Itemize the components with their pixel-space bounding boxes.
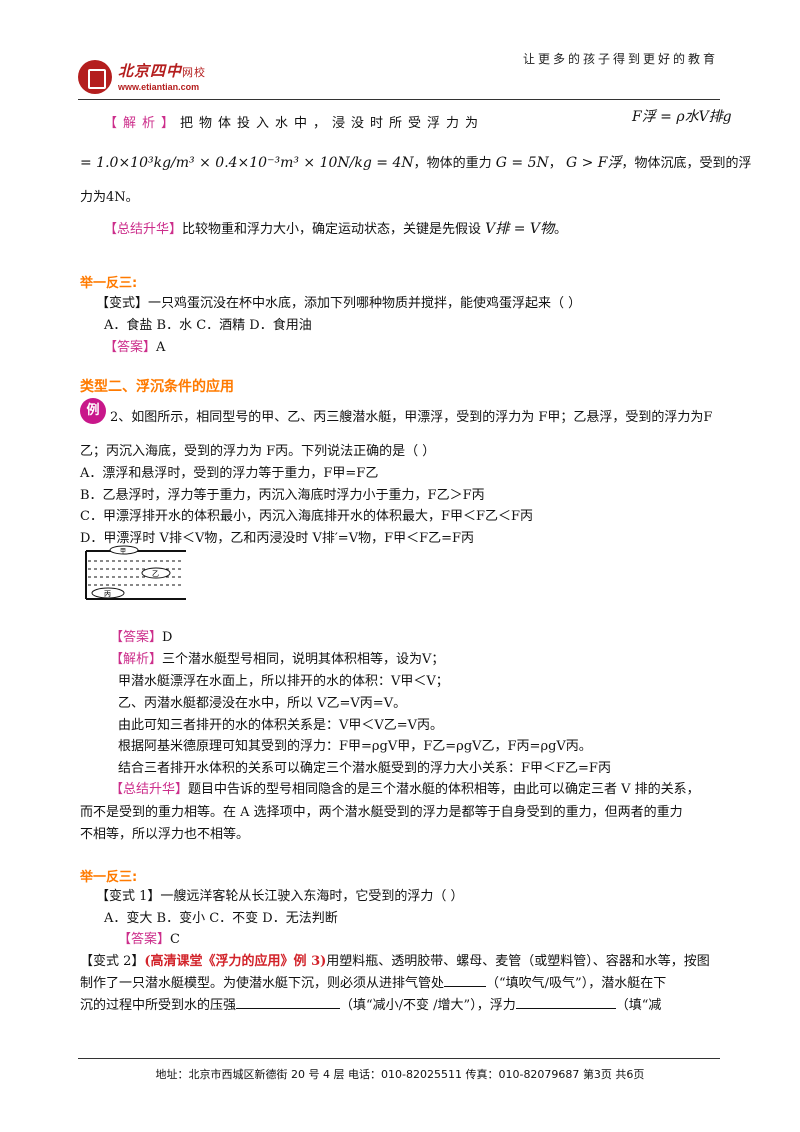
- answer-value: A: [156, 340, 166, 355]
- example-analysis-5: 根据阿基米德原理可知其受到的浮力：F甲=ρgV甲，F乙=ρgV乙，F丙=ρgV丙…: [118, 739, 592, 754]
- gravity-compare-formula: G > F浮: [565, 155, 622, 171]
- question-line-2: 乙；丙沉入海底，受到的浮力为 F丙。下列说法正确的是（ ）: [80, 444, 436, 459]
- analysis-mid: ，物体的重力: [413, 156, 492, 171]
- practice2-options-1: A．变大 B．变小 C．不变 D．无法判断: [104, 911, 338, 926]
- analysis-line-1: 【解析】把物体投入水中，浸没时所受浮力为: [104, 112, 484, 131]
- example-analysis-2: 甲潜水艇漂浮在水面上，所以排开的水的体积：V甲＜V；: [118, 674, 449, 689]
- logo-name: 北京四中网校: [118, 62, 207, 80]
- analysis-line-3: 力为4N。: [80, 190, 139, 205]
- practice-answer: 【答案】A: [104, 336, 165, 355]
- summary-line: 【总结升华】比较物重和浮力大小，确定运动状态，关键是先假设 V排 = V物。: [104, 218, 567, 238]
- analysis-line-2: = 1.0×10³kg/m³ × 0.4×10⁻³m³ × 10N/kg = 4…: [80, 152, 751, 172]
- analysis-label: 【解析】: [104, 116, 181, 131]
- answer-label: 【答案】: [118, 932, 171, 947]
- analysis-tail: ，物体沉底，受到的浮: [621, 156, 752, 171]
- option-b: B．乙悬浮时，浮力等于重力，丙沉入海底时浮力小于重力，F乙＞F丙: [80, 488, 485, 503]
- volume-formula: V排 = V物: [485, 221, 555, 237]
- question-line-1: 2、如图所示，相同型号的甲、乙、丙三艘潜水艇，甲漂浮，受到的浮力为 F甲；乙悬浮…: [110, 410, 713, 425]
- option-c: C．甲漂浮排开水的体积最小，丙沉入海底排开水的体积最大，F甲＜F乙＜F丙: [80, 509, 534, 524]
- example-summary-3: 不相等，所以浮力也不相等。: [80, 827, 250, 842]
- practice2-answer: 【答案】C: [118, 928, 180, 947]
- example-analysis-4: 由此可知三者排开的水的体积关系是：V甲＜V乙=V丙。: [118, 718, 444, 733]
- summary-label: 【总结升华】: [110, 782, 189, 797]
- question-text: 制作了一只潜水艇模型。为使潜水艇下沉，则必须从进排气管处: [80, 976, 445, 991]
- summary-text: 题目中告诉的型号相同隐含的是三个潜水艇的体积相等，由此可以确定三者 V 排的关系…: [188, 782, 700, 797]
- practice-heading-2: 举一反三:: [80, 870, 138, 885]
- site-logo: 北京四中网校 www.etiantian.com: [78, 58, 248, 100]
- summary-label: 【总结升华】: [104, 222, 183, 237]
- footer-contact: 地址：北京市西城区新德街 20 号 4 层 电话：010-82025511 传真…: [155, 1068, 580, 1081]
- example-analysis-6: 结合三者排开水体积的关系可以确定三个潜水艇受到的浮力大小关系：F甲＜F乙=F丙: [118, 761, 611, 776]
- page-number: 第3页 共6页: [582, 1068, 645, 1081]
- page-footer: 地址：北京市西城区新德街 20 号 4 层 电话：010-82025511 传真…: [0, 1066, 800, 1082]
- analysis-lead: 把物体投入水中，浸没时所受浮力为: [180, 116, 485, 131]
- practice-question: 【变式】一只鸡蛋沉没在杯中水底，添加下列哪种物质并搅拌，能使鸡蛋浮起来（ ）: [96, 296, 582, 311]
- option-a: A．漂浮和悬浮时，受到的浮力等于重力，F甲=F乙: [80, 466, 379, 481]
- header-slogan: 让更多的孩子得到更好的教育: [522, 52, 718, 66]
- logo-url: www.etiantian.com: [118, 82, 200, 92]
- example-badge-icon: 例: [80, 398, 106, 424]
- buoyancy-formula: F浮 = ρ水V排g: [632, 109, 732, 125]
- practice-heading: 举一反三:: [80, 276, 138, 291]
- analysis-text: 三个潜水艇型号相同，说明其体积相等，设为V；: [162, 652, 445, 667]
- question-text: （“填吹气/吸气”），潜水艇在下: [486, 976, 667, 991]
- answer-label: 【答案】: [104, 340, 157, 355]
- submarine-c: [91, 587, 125, 599]
- analysis-comma: ，: [548, 156, 562, 171]
- example-answer: 【答案】D: [110, 626, 172, 645]
- practice-options: A．食盐 B．水 C．酒精 D．食用油: [104, 318, 312, 333]
- example-summary-2: 而不是受到的重力相等。在 A 选择项中，两个潜水艇受到的浮力是都等于自身受到的重…: [80, 805, 683, 820]
- submarine-b: [141, 567, 171, 579]
- blank-2[interactable]: [236, 996, 341, 1009]
- summary-end: 。: [554, 222, 568, 237]
- practice2-question-2-line3: 沉的过程中所受到水的压强 （填“减小/不变 /增大”），浮力 （填“减: [80, 994, 661, 1013]
- submarine-c-label: 丙: [104, 590, 111, 598]
- practice2-question-2: 【变式 2】(高清课堂《浮力的应用》例 3)用塑料瓶、透明胶带、螺母、麦管（或塑…: [80, 950, 710, 969]
- gravity-formula: G = 5N: [495, 155, 549, 171]
- practice2-question-2-line2: 制作了一只潜水艇模型。为使潜水艇下沉，则必须从进排气管处 （“填吹气/吸气”），潜…: [80, 972, 666, 991]
- analysis-label: 【解析】: [110, 652, 163, 667]
- calculation-formula: = 1.0×10³kg/m³ × 0.4×10⁻³m³ × 10N/kg = 4…: [80, 155, 414, 171]
- practice2-question-1: 【变式 1】一艘远洋客轮从长江驶入东海时，它受到的浮力（ ）: [96, 889, 464, 904]
- answer-label: 【答案】: [110, 630, 163, 645]
- blank-1[interactable]: [444, 974, 487, 987]
- example-summary-1: 【总结升华】题目中告诉的型号相同隐含的是三个潜水艇的体积相等，由此可以确定三者 …: [110, 778, 700, 797]
- submarine-figure: 甲 乙 丙: [85, 545, 186, 600]
- question-text: （填“减: [615, 998, 662, 1013]
- answer-value: C: [170, 932, 180, 947]
- answer-value: D: [162, 630, 173, 645]
- submarine-a-label: 甲: [120, 548, 126, 555]
- blank-3[interactable]: [515, 996, 616, 1009]
- lesson-reference-link[interactable]: (高清课堂《浮力的应用》例 3): [144, 954, 327, 969]
- footer-divider: [78, 1058, 720, 1059]
- logo-emblem-icon: [78, 60, 112, 94]
- summary-text: 比较物重和浮力大小，确定运动状态，关键是先假设: [182, 222, 482, 237]
- question-label: 【变式 2】: [80, 954, 145, 969]
- question-text: （填“减小/不变 /增大”），浮力: [340, 998, 516, 1013]
- submarine-b-label: 乙: [152, 570, 159, 578]
- example-analysis-1: 【解析】三个潜水艇型号相同，说明其体积相等，设为V；: [110, 648, 444, 667]
- header-divider: [78, 99, 720, 100]
- section-title: 类型二、浮沉条件的应用: [80, 379, 234, 395]
- question-text: 沉的过程中所受到水的压强: [80, 998, 237, 1013]
- submarine-a: [109, 545, 139, 555]
- example-analysis-3: 乙、丙潜水艇都浸没在水中，所以 V乙=V丙=V。: [118, 696, 407, 711]
- option-d: D．甲漂浮时 V排＜V物，乙和丙浸没时 V排′=V物，F甲＜F乙=F丙: [80, 531, 475, 546]
- question-text: 用塑料瓶、透明胶带、螺母、麦管（或塑料管）、容器和水等，按图: [326, 954, 710, 969]
